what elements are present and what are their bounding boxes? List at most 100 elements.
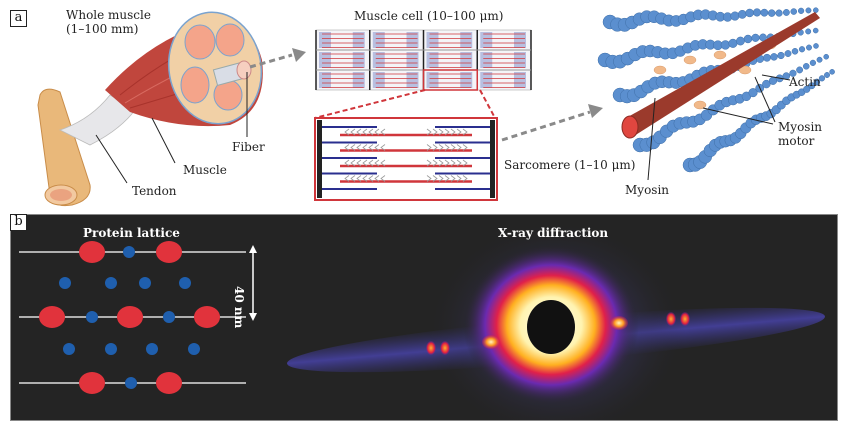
- a-band: [480, 72, 493, 88]
- myosin-head: [380, 175, 386, 182]
- thin-filament: [125, 377, 137, 389]
- myosin-head: [438, 144, 444, 151]
- actin-monomer: [790, 8, 798, 15]
- myosin-rod-end: [621, 115, 639, 139]
- a-band: [319, 52, 331, 68]
- a-band: [372, 72, 385, 88]
- whole-muscle-size: (1–100 mm): [66, 22, 139, 36]
- myosin-head: [368, 175, 374, 182]
- myosin-head: [380, 159, 386, 167]
- muscle-cell-grid: [315, 29, 532, 91]
- actin-monomer: [730, 11, 740, 21]
- panel-b-graphics: [19, 220, 825, 420]
- myosin-head: [344, 175, 350, 182]
- a-band: [514, 32, 526, 48]
- myosin-head: [380, 128, 386, 136]
- xray-diffraction-title: X-ray diffraction: [498, 226, 609, 240]
- sarcomere-diagram: [314, 117, 498, 201]
- beam-stop: [527, 300, 575, 354]
- myosin-head: [444, 175, 450, 182]
- myosin-head: [432, 128, 438, 136]
- actin-myosin-illustration: [597, 7, 835, 173]
- actin-monomer: [813, 7, 819, 13]
- myosin-head: [344, 128, 350, 136]
- myosin-head: [456, 128, 462, 136]
- myosin-head: [462, 128, 468, 136]
- fiber-label: Fiber: [232, 140, 265, 154]
- actin-monomer: [823, 53, 829, 60]
- myosin-head: [380, 144, 386, 151]
- myosin-motor-label: Myosin motor: [778, 120, 822, 148]
- myosin-head: [356, 144, 362, 151]
- actin-monomer: [796, 66, 804, 74]
- actin-monomer: [813, 78, 821, 86]
- myosin-head: [350, 175, 356, 182]
- myosin-head: [362, 128, 368, 136]
- myosin-head: [374, 159, 380, 167]
- actin-monomer: [745, 8, 754, 18]
- actin-monomer: [775, 9, 783, 17]
- actin-monomer: [791, 48, 799, 55]
- myosin-head: [374, 144, 380, 151]
- myosin-head: [350, 128, 356, 136]
- a-band: [460, 72, 473, 88]
- panel-b-label: b: [10, 214, 27, 231]
- myosin-head: [456, 175, 462, 182]
- myosin-head: [444, 144, 450, 151]
- a-band: [514, 72, 526, 88]
- actin-monomer: [784, 50, 792, 57]
- actin-monomer: [720, 40, 731, 50]
- actin-monomer: [763, 53, 771, 62]
- actin-monomer: [743, 34, 753, 44]
- myosin-head: [450, 128, 456, 136]
- myosin-motor: [653, 65, 667, 75]
- myosin-head: [432, 175, 438, 182]
- actin-monomer: [752, 8, 762, 17]
- myosin-head: [426, 175, 432, 182]
- thick-filament: [117, 306, 143, 328]
- actin-monomer: [797, 7, 805, 14]
- myosin-head: [350, 159, 356, 167]
- thick-filament: [39, 306, 65, 328]
- myosin-head: [456, 144, 462, 151]
- actin-monomer: [802, 63, 810, 70]
- myosin-head: [438, 175, 444, 182]
- thin-filament: [123, 246, 135, 258]
- thin-filament: [188, 343, 200, 355]
- thick-filament: [79, 372, 105, 394]
- actin-monomer: [782, 9, 790, 16]
- actin-monomer: [751, 33, 760, 42]
- myosin-head: [450, 144, 456, 151]
- thin-filament: [179, 277, 191, 289]
- myosin-head: [462, 144, 468, 151]
- actin-monomer: [818, 75, 826, 82]
- myosin-head: [350, 144, 356, 151]
- a-band: [406, 32, 419, 48]
- a-band: [372, 32, 385, 48]
- thin-filament: [86, 311, 98, 323]
- a-band: [460, 32, 473, 48]
- myosin-head: [344, 159, 350, 167]
- thin-filament: [105, 343, 117, 355]
- thick-filament: [156, 372, 182, 394]
- myosin-label: Myosin: [625, 183, 670, 197]
- a-band: [460, 52, 473, 68]
- scale-arrow-40nm: [249, 245, 257, 321]
- z-disc-right: [490, 120, 495, 198]
- myosin-head: [356, 159, 362, 167]
- myosin-head: [432, 144, 438, 151]
- thick-filament: [156, 241, 182, 263]
- actin-monomer: [760, 8, 769, 17]
- myosin-head: [450, 175, 456, 182]
- myosin-head: [362, 144, 368, 151]
- actin-monomer: [816, 56, 823, 63]
- a-band: [426, 72, 439, 88]
- actin-monomer: [777, 51, 785, 60]
- actin-monomer: [798, 46, 806, 53]
- actin-monomer: [767, 9, 776, 17]
- myosin-motor: [713, 50, 727, 60]
- actin-monomer: [805, 7, 812, 14]
- muscle-cell-title: Muscle cell (10–100 μm): [354, 9, 504, 23]
- scale-label-40nm: 40 nm: [232, 286, 246, 329]
- myosin-motor-line2: motor: [778, 134, 815, 148]
